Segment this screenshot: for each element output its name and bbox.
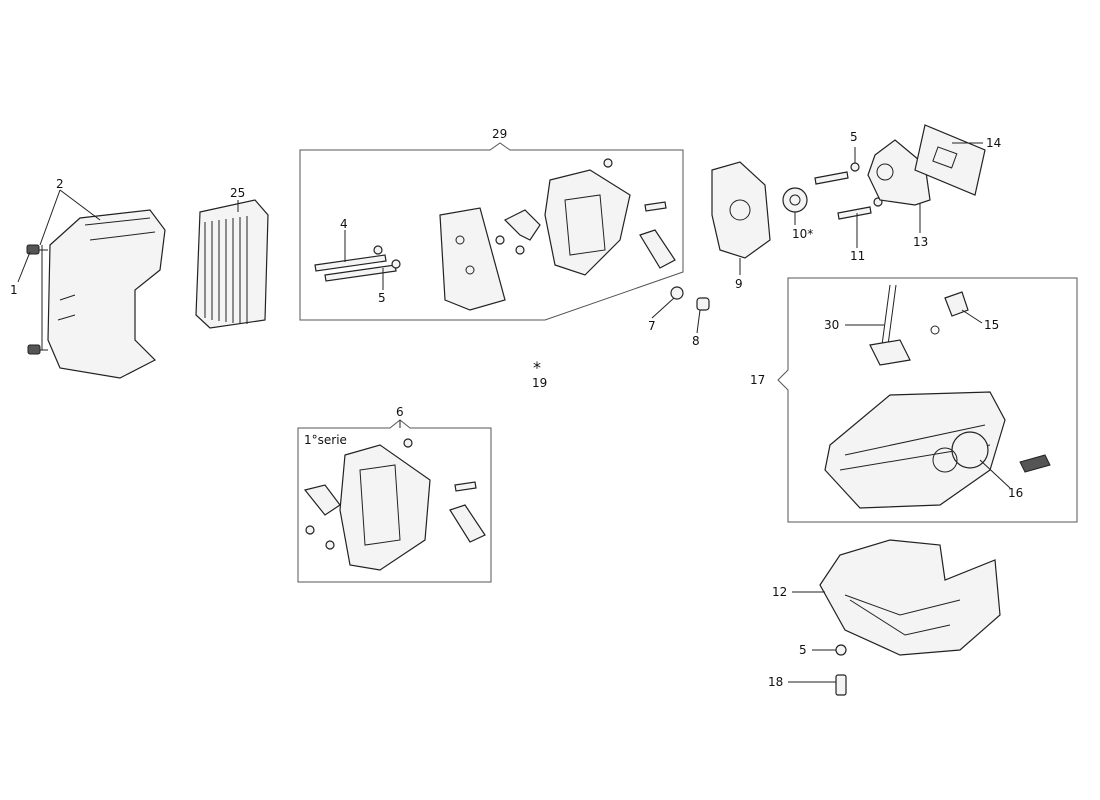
gasket-part-10 (782, 187, 808, 213)
bolts-part-11 (814, 171, 872, 220)
callout-10: 10* (792, 227, 814, 241)
callout-9: 9 (735, 277, 743, 291)
choke-lever (639, 229, 676, 269)
washer-part-7 (670, 286, 684, 300)
callout-14: 14 (986, 136, 1002, 150)
filter-housing (544, 169, 631, 276)
fitting-part-15 (944, 291, 969, 317)
callout-12: 12 (772, 585, 788, 599)
callout-13: 13 (913, 235, 929, 249)
callout-17: 17 (750, 373, 766, 387)
callout-7: 7 (648, 319, 656, 333)
asterisk-marker: * (533, 358, 541, 377)
callout-6: 6 (396, 405, 404, 419)
air-filter-cover-part-2 (47, 209, 166, 379)
callout-5-upper-left: 5 (378, 291, 386, 305)
callout-15: 15 (984, 318, 1000, 332)
callout-1: 1 (10, 283, 18, 297)
gasket-part-14 (914, 124, 986, 196)
callout-2: 2 (56, 177, 64, 191)
bolt-part-18 (835, 674, 847, 696)
callout-4: 4 (340, 217, 348, 231)
callout-16: 16 (1008, 486, 1024, 500)
callout-5-lower: 5 (799, 643, 807, 657)
callout-19: 19 (532, 376, 548, 390)
callout-25: 25 (230, 186, 246, 200)
callout-29: 29 (492, 127, 508, 141)
bracket-part-12 (819, 539, 1001, 656)
lever (503, 209, 541, 241)
screw-part-8 (696, 297, 710, 311)
series-label: 1°serie (304, 433, 347, 447)
bolts-part-4 (314, 254, 397, 282)
base-plate (439, 207, 506, 311)
filter-housing-1serie (339, 444, 431, 571)
carburetor-part-9 (711, 161, 771, 259)
callout-5-upper-right: 5 (850, 130, 858, 144)
callout-11: 11 (850, 249, 866, 263)
callout-30: 30 (824, 318, 840, 332)
washer-part-5 (373, 245, 383, 255)
washer-part-5-lower (835, 644, 847, 656)
group-17-box (777, 277, 1078, 523)
group-6-box (297, 419, 492, 583)
callout-8: 8 (692, 334, 700, 348)
intake-manifold-part-13 (867, 139, 931, 206)
filter-element-part-25 (195, 199, 269, 329)
callout-18: 18 (768, 675, 784, 689)
screw-part-1 (26, 244, 48, 355)
group-29-box (299, 142, 684, 321)
rubber-pad (1019, 454, 1051, 473)
leader-lines (17, 142, 1011, 683)
